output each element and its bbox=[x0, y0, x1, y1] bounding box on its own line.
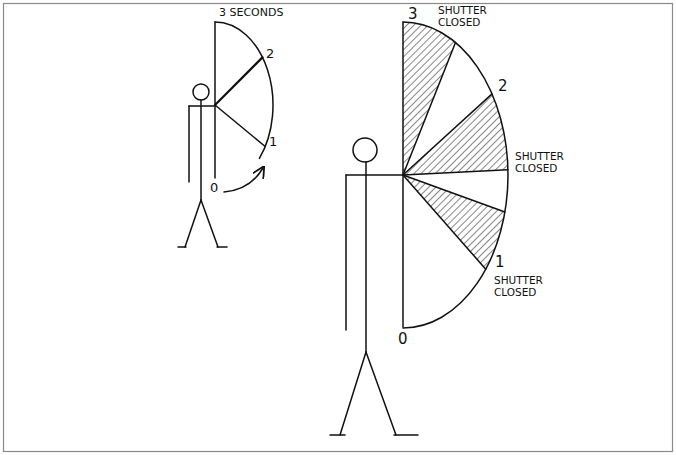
shutter-sectors bbox=[403, 22, 508, 269]
leg bbox=[185, 200, 201, 247]
arm bbox=[188, 106, 190, 182]
radius-line bbox=[215, 105, 265, 147]
radius-line bbox=[403, 94, 492, 175]
rotation-arrow bbox=[224, 168, 263, 192]
radius-lines bbox=[403, 42, 508, 269]
second-number: 0 bbox=[210, 181, 218, 195]
leg bbox=[366, 352, 396, 435]
large-figure bbox=[330, 22, 508, 435]
leg bbox=[201, 200, 218, 247]
second-number: 0 bbox=[398, 331, 408, 348]
arm-pointer bbox=[214, 22, 216, 178]
foot bbox=[330, 434, 345, 436]
frame bbox=[4, 4, 673, 452]
shoulder bbox=[346, 174, 403, 176]
arm bbox=[345, 175, 347, 330]
second-number: 1 bbox=[269, 135, 277, 149]
small-figure bbox=[178, 22, 273, 247]
second-number: 2 bbox=[266, 47, 274, 61]
foot bbox=[394, 434, 418, 436]
body bbox=[365, 162, 367, 352]
second-number: 1 bbox=[495, 254, 505, 271]
hatched-sector bbox=[403, 175, 505, 269]
radius-line bbox=[215, 57, 263, 105]
shutter-label: SHUTTER CLOSED bbox=[438, 4, 500, 28]
head bbox=[193, 84, 209, 100]
leg bbox=[340, 352, 366, 435]
time-label: 3 SECONDS bbox=[219, 7, 283, 19]
second-number: 2 bbox=[498, 78, 508, 95]
shoulder bbox=[189, 105, 215, 107]
sweep-arc bbox=[215, 22, 273, 158]
body bbox=[200, 100, 202, 200]
head bbox=[353, 138, 377, 162]
radius-line bbox=[403, 170, 508, 175]
second-number: 3 bbox=[408, 6, 418, 23]
shutter-label: SHUTTER CLOSED bbox=[515, 150, 577, 174]
foot bbox=[178, 246, 186, 248]
sweep-arc bbox=[403, 22, 508, 328]
radius-line bbox=[403, 175, 486, 269]
foot bbox=[217, 246, 227, 248]
radius-line bbox=[403, 42, 456, 175]
shutter-label: SHUTTER CLOSED bbox=[494, 274, 556, 298]
